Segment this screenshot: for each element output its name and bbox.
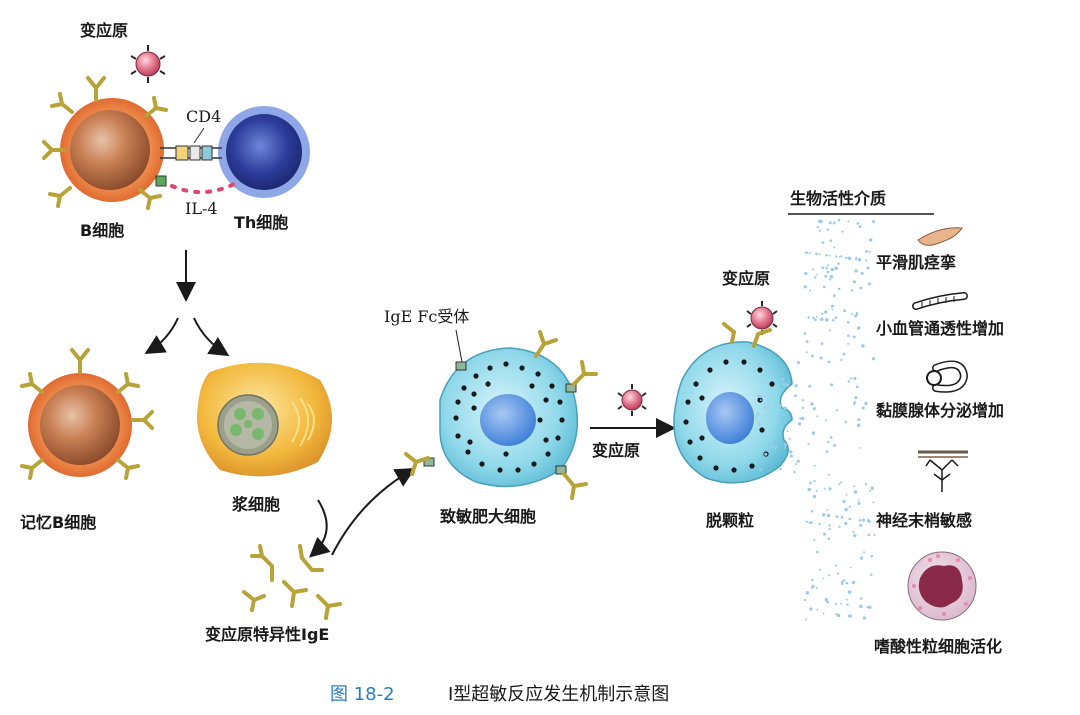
ige-fc-receptor-label: IgE Fc受体 [384,307,469,326]
allergen-particle-mid [617,384,647,416]
effect-label-2: 小血管通透性增加 [876,319,1004,338]
sensitized-mast-cell [439,347,579,488]
memory-b-label: 记忆B细胞 [20,513,96,532]
allergen-arrow-label: 变应原 [592,441,640,460]
figure-title: Ⅰ型超敏反应发生机制示意图 [448,684,669,705]
b-cell-label: B细胞 [80,221,124,240]
il4-label: IL-4 [185,199,218,218]
free-ige-antibodies [242,544,342,620]
b-cell [60,98,164,202]
arrow-ige-to-mast [331,468,416,556]
blood-vessel-icon [912,292,968,310]
degranulation-label: 脱颗粒 [706,511,754,530]
effect-label-3: 黏膜腺体分泌增加 [876,401,1004,420]
plasma-cell-label: 浆细胞 [231,495,280,514]
arrow-to-memory [144,317,179,355]
il4-signal-dots [170,180,240,195]
degranulating-mast-cell [673,322,793,484]
cd4-tcr-complex [155,127,222,187]
allergen-particle-right [746,301,778,335]
th-cell-label: Th细胞 [234,213,288,232]
allergen-particle-top [130,45,166,83]
eosinophil-icon [907,551,977,621]
allergen-top-label: 变应原 [80,21,128,40]
plasma-cell [196,362,333,477]
nerve-ending-icon [918,450,968,492]
sensitized-mast-label: 致敏肥大细胞 [440,507,536,526]
arrow-plasma-to-ige [309,499,331,558]
fc-receptor-pointer [455,329,463,363]
effect-label-4: 神经末梢敏感 [876,511,972,530]
memory-b-receptors [20,348,154,480]
effect-label-5: 嗜酸性粒细胞活化 [874,637,1002,656]
memory-b-cell [28,373,132,477]
specific-ige-label: 变应原特异性IgE [205,625,329,644]
arrow-to-plasma [193,317,230,357]
allergen-right-label: 变应原 [722,269,770,288]
figure-number: 图 18-2 [330,684,395,705]
mast-granules [453,361,565,473]
cd4-label: CD4 [186,107,221,126]
b-cell-receptors [42,76,168,210]
th-cell [218,106,310,198]
effect-label-1: 平滑肌痉挛 [876,253,956,272]
mediators-title: 生物活性介质 [790,189,886,208]
mucous-gland-icon [926,360,969,393]
mast-ige-bound [404,330,598,500]
mediator-release-dots [755,218,876,621]
smooth-muscle-icon [917,227,963,246]
